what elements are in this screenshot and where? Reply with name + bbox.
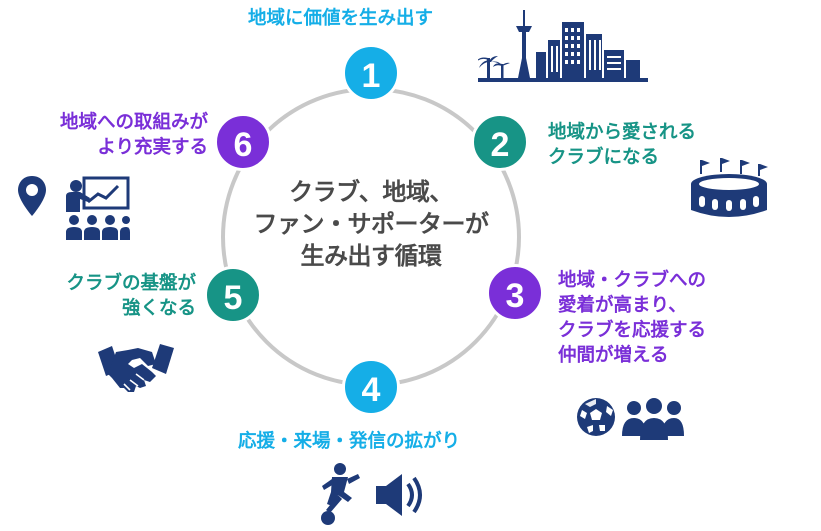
step-5-label: クラブの基盤が 強くなる [26, 271, 196, 321]
handshake-icon [98, 344, 174, 392]
step-3-label: 地域・クラブへの 愛着が高まり、 クラブを応援する 仲間が増える [558, 268, 706, 368]
step-4-line-1: 応援・来場・発信の拡がり [238, 431, 461, 452]
step-5-line-2: 強くなる [121, 298, 196, 319]
presenter-icon [66, 176, 130, 240]
center-line-2: ファン・サポーターが [253, 210, 490, 238]
step-1-badge: 1 [342, 44, 400, 102]
soccer-player-megaphone-icon [321, 463, 422, 525]
step-2-label: 地域から愛される クラブになる [548, 120, 696, 170]
step-6-badge: 6 [214, 113, 272, 171]
step-4-label: 応援・来場・発信の拡がり [238, 429, 460, 454]
step-3-line-2: 愛着が高まり、 [558, 295, 687, 316]
step-5-badge: 5 [204, 266, 262, 324]
step-2-badge: 2 [471, 113, 529, 171]
speaker-icon [376, 474, 422, 516]
step-6-line-2: より充実する [97, 137, 208, 158]
community-presentation-icon [18, 176, 130, 240]
supporters-icon [577, 398, 684, 440]
step-2-line-1: 地域から愛される [548, 122, 697, 143]
step-6-line-1: 地域への取組みが [59, 112, 208, 133]
step-3-line-3: クラブを応援する [558, 320, 707, 341]
soccer-player-icon [321, 463, 360, 525]
step-3-badge: 3 [486, 264, 544, 322]
step-2-line-2: クラブになる [548, 147, 660, 168]
step-6-label: 地域への取組みが より充実する [4, 110, 208, 160]
step-3-line-4: 仲間が増える [558, 345, 669, 366]
city-skyline-icon [478, 10, 648, 82]
stadium-icon [691, 158, 768, 217]
step-5-line-1: クラブの基盤が [66, 273, 196, 294]
step-4-badge: 4 [342, 358, 400, 416]
step-1-line-1: 地域に価値を生み出す [248, 8, 434, 29]
center-caption: クラブ、地域、 ファン・サポーターが 生み出す循環 [240, 176, 502, 272]
step-3-line-1: 地域・クラブへの [558, 270, 707, 291]
center-line-3: 生み出す循環 [300, 242, 443, 270]
step-1-label: 地域に価値を生み出す [248, 6, 433, 31]
center-line-1: クラブ、地域、 [289, 178, 453, 206]
